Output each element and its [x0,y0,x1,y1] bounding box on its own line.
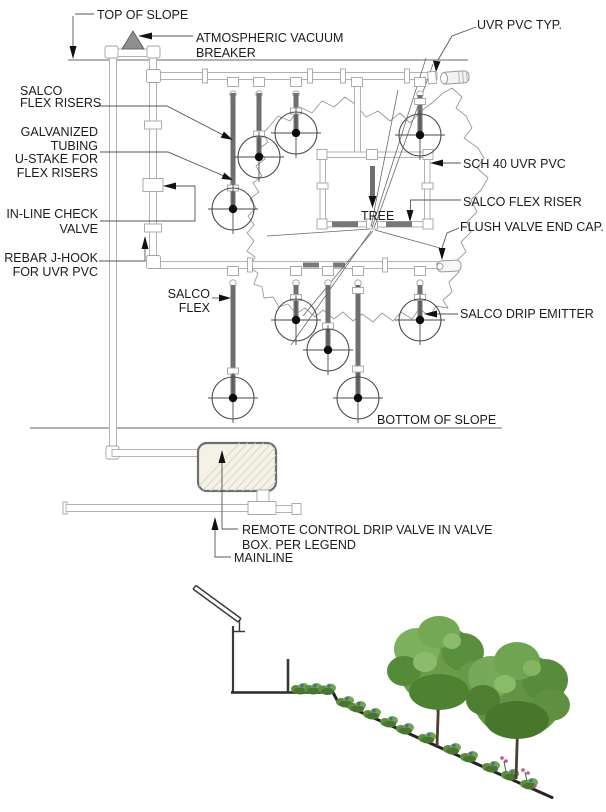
label-uvr-pvc-typ: UVR PVC TYP. [477,18,562,32]
drip-emitter [270,294,322,346]
label-salco-flex-riser: SALCO FLEX RISER [463,195,582,209]
drip-emitter [302,324,354,376]
label-remote-valve-2: BOX. PER LEGEND [242,538,356,552]
leader-rebar-jhook [99,249,146,262]
elbow-fitting [146,45,161,59]
pvc-pipes [104,45,438,460]
label-flush-valve: FLUSH VALVE END CAP. [460,220,604,234]
label-avb-1: ATMOSPHERIC VACUUM [196,31,343,45]
label-inline-check-2: VALVE [60,222,98,236]
tee-fitting [366,218,378,230]
label-mainline: MAINLINE [234,551,293,565]
atmospheric-vacuum-breaker [121,30,145,50]
leader-uvr-pvc [437,26,477,61]
label-salco-flex-risers-2: FLEX RISERS [20,96,101,110]
elbow-fitting [104,45,119,59]
label-galvanized-1: GALVANIZED [21,125,98,139]
tree-2 [466,642,570,780]
coupling [307,68,313,84]
drip-emitter [207,183,259,235]
leader-salco-flex-riser [410,199,461,210]
label-tree: TREE [361,209,394,223]
coupling [421,182,434,190]
valve-stub [256,489,270,503]
riser-arrowhead [368,196,377,208]
rebar-j-hook [144,223,162,233]
label-salco-flex-1: SALCO [168,287,211,301]
tee-fitting [366,149,378,160]
label-galvanized-2: TUBING [51,139,98,153]
label-sch40: SCH 40 UVR PVC [463,157,566,171]
flush-end-cap-top [427,70,470,85]
drip-tubing-dash [386,221,412,227]
tree-branch-lines [266,57,441,346]
coupling [316,182,329,190]
label-remote-valve-1: REMOTE CONTROL DRIP VALVE IN VALVE [242,523,493,537]
leader-top-of-slope [72,13,94,46]
label-ustake-2: FLEX RISERS [17,166,98,180]
downspout [234,620,245,633]
label-drip-emitter: SALCO DRIP EMITTER [460,307,594,321]
label-salco-flex-risers-1: SALCO [20,84,63,98]
leader-lines [69,13,477,558]
tee-fitting [247,501,277,515]
coupling [247,257,253,273]
corner-fitting [316,218,328,230]
corner-fitting [316,149,328,160]
coupling [340,68,346,84]
drip-tubing-dash [303,262,319,268]
roof-line [192,584,242,623]
tee-fitting [351,77,363,87]
coupling [202,68,208,84]
coupling [382,257,388,273]
label-inline-check-1: IN-LINE CHECK [6,207,98,221]
tree-canopy-outline [246,87,489,323]
leader-u-stake [100,151,225,177]
label-rebar-1: REBAR J-HOOK [4,251,98,265]
valve-box-hatch [198,443,276,491]
elbow-fitting [146,255,161,269]
valve-feed-pipe [111,449,199,457]
drip-emitter [207,372,259,424]
supply-pipe-vertical [109,47,117,454]
coupling [404,68,410,84]
leader-salco-flex-risers [97,105,226,137]
leader-flush-cap [441,227,460,249]
leader-check-valve [100,185,196,222]
coupling [144,120,162,130]
label-ustake-1: U-STAKE FOR [15,152,98,166]
leader-mainline [214,529,231,558]
slope-section-illustration [192,584,570,799]
label-top-of-slope: TOP OF SLOPE [97,8,188,22]
drip-emitter [332,372,384,424]
valve-box [196,441,278,503]
label-bottom-of-slope: BOTTOM OF SLOPE [377,413,496,427]
in-line-check-valve [142,178,164,192]
flush-end-cap-bottom [436,259,462,273]
mainline-pipe [62,501,302,515]
drip-emitter [394,294,446,346]
label-salco-flex-2: FLEX [179,301,211,315]
drip-tubing-dash [332,221,358,227]
leader-remote-valve [221,462,238,530]
label-rebar-2: FOR UVR PVC [13,265,98,279]
drip-tubing-dash [333,262,345,268]
tee-fitting [146,69,161,83]
corner-fitting [422,218,434,230]
ring-feeder-pipe [354,78,361,154]
labels: TOP OF SLOPE ATMOSPHERIC VACUUM BREAKER … [4,8,604,565]
flowers [500,756,537,788]
label-avb-2: BREAKER [196,46,256,60]
